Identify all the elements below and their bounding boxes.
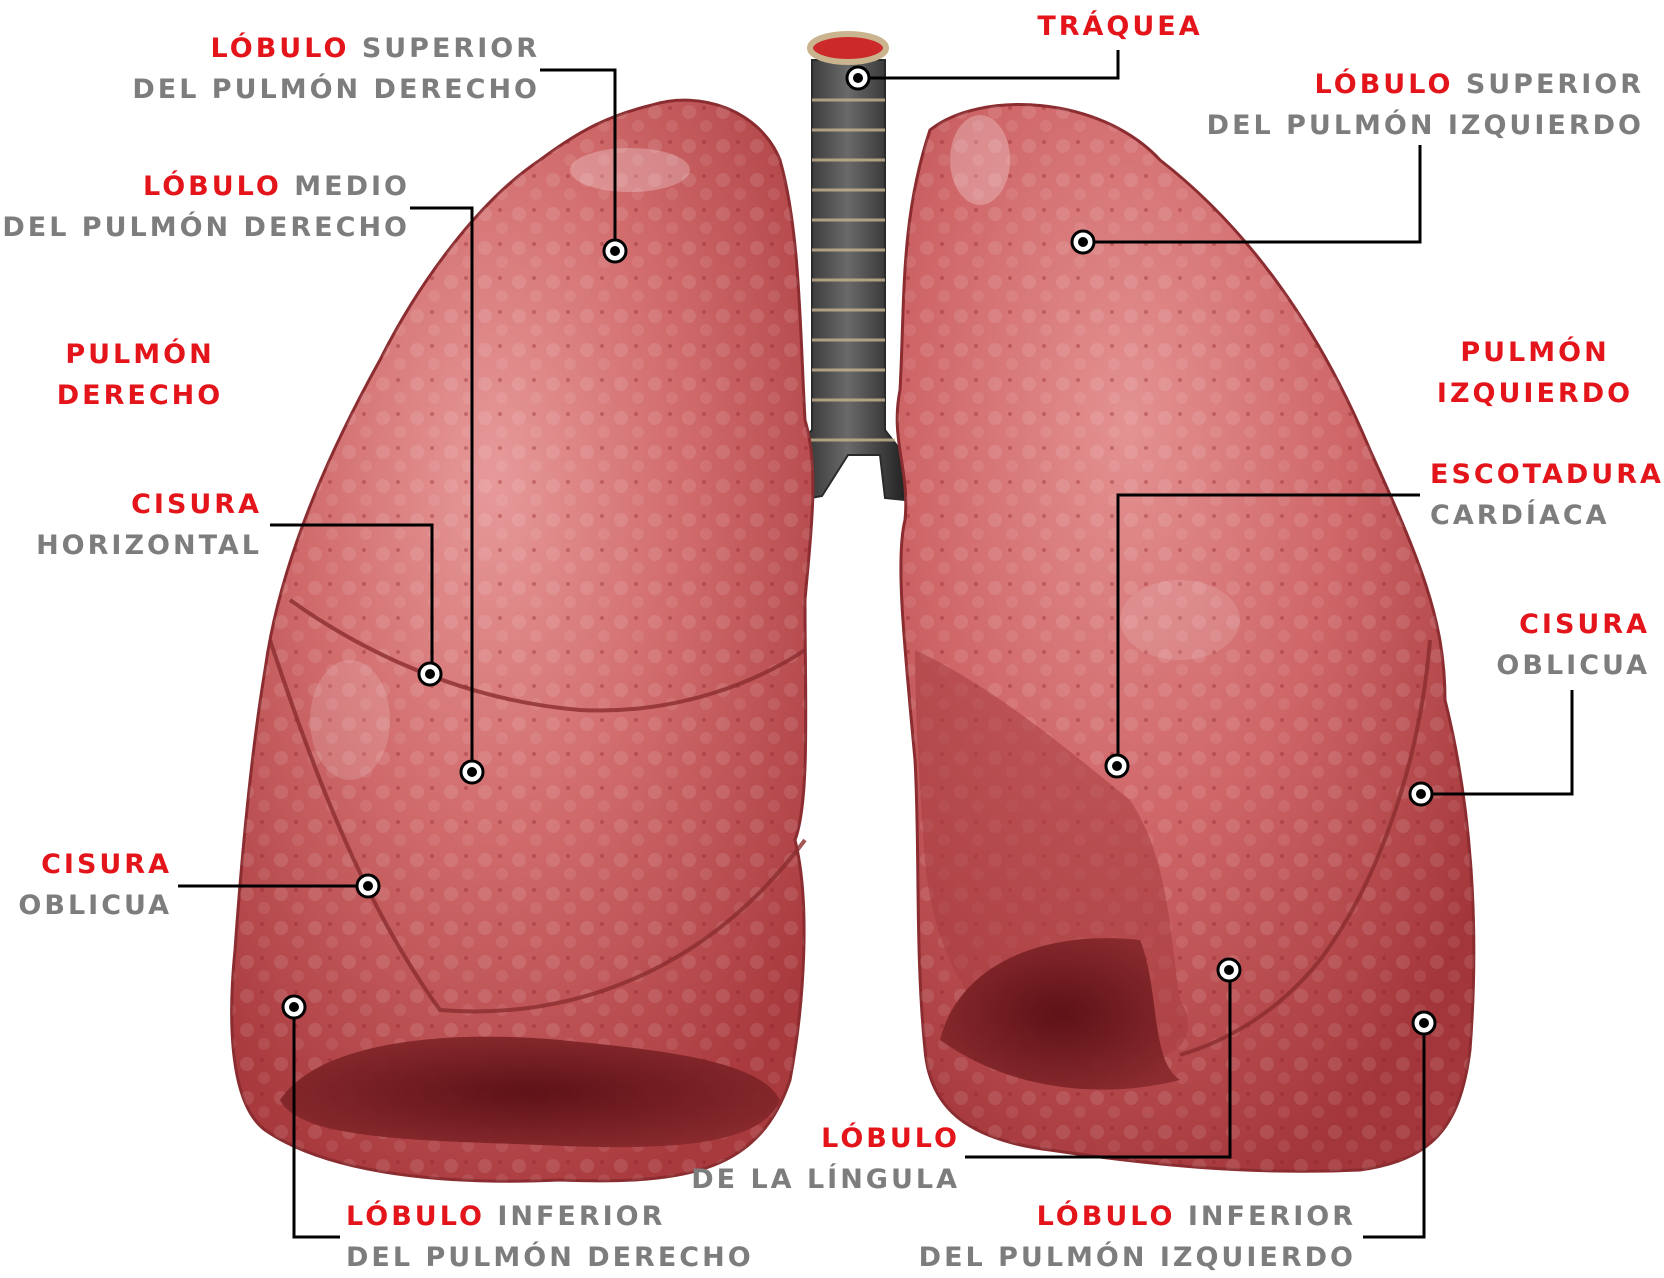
marker-lobulo-lingula bbox=[1218, 959, 1240, 981]
label-subtitle: IZQUIERDO bbox=[1420, 373, 1650, 414]
label-subtext: OBLICUA bbox=[0, 885, 172, 926]
marker-escotadura-cardiaca bbox=[1106, 755, 1128, 777]
right-lung bbox=[232, 100, 813, 1181]
label-title: PULMÓN bbox=[30, 334, 250, 375]
label-subtext: DEL PULMÓN IZQUIERDO bbox=[880, 1237, 1356, 1278]
label-lobulo-superior-derecho: LÓBULO SUPERIOR DEL PULMÓN DERECHO bbox=[60, 28, 540, 110]
label-term: LÓBULO bbox=[1037, 1201, 1176, 1232]
label-term: LÓBULO bbox=[1315, 69, 1454, 100]
label-pulmon-derecho: PULMÓN DERECHO bbox=[30, 334, 250, 416]
label-subtext: DEL PULMÓN DERECHO bbox=[0, 207, 410, 248]
label-subtext: DEL PULMÓN DERECHO bbox=[60, 69, 540, 110]
marker-lobulo-inferior-derecho bbox=[283, 996, 305, 1018]
label-lobulo-superior-izquierdo: LÓBULO SUPERIOR DEL PULMÓN IZQUIERDO bbox=[1160, 64, 1644, 146]
label-cisura-oblicua-izquierda: CISURA OBLICUA bbox=[1480, 604, 1650, 686]
label-cisura-oblicua-derecha: CISURA OBLICUA bbox=[0, 844, 172, 926]
label-subtitle: DERECHO bbox=[30, 375, 250, 416]
label-qualifier: MEDIO bbox=[294, 171, 410, 202]
label-term: LÓBULO bbox=[660, 1118, 960, 1159]
marker-lobulo-inferior-izquierdo bbox=[1413, 1012, 1435, 1034]
label-lobulo-medio-derecho: LÓBULO MEDIO DEL PULMÓN DERECHO bbox=[0, 166, 410, 248]
label-term: CISURA bbox=[0, 484, 262, 525]
marker-cisura-oblicua-izquierda bbox=[1410, 783, 1432, 805]
label-traquea-term: TRÁQUEA bbox=[1020, 6, 1220, 47]
label-qualifier: SUPERIOR bbox=[1466, 69, 1644, 100]
label-term: LÓBULO bbox=[211, 33, 350, 64]
label-traquea: TRÁQUEA bbox=[1020, 6, 1220, 47]
label-escotadura-cardiaca: ESCOTADURA CARDÍACA bbox=[1430, 454, 1660, 536]
label-lobulo-inferior-izquierdo: LÓBULO INFERIOR DEL PULMÓN IZQUIERDO bbox=[880, 1196, 1356, 1278]
marker-traquea bbox=[847, 67, 869, 89]
label-subtext: DEL PULMÓN DERECHO bbox=[346, 1237, 766, 1278]
label-subtext: OBLICUA bbox=[1480, 645, 1650, 686]
marker-cisura-oblicua-derecha bbox=[357, 875, 379, 897]
label-lobulo-inferior-derecho: LÓBULO INFERIOR DEL PULMÓN DERECHO bbox=[346, 1196, 766, 1278]
label-cisura-horizontal: CISURA HORIZONTAL bbox=[0, 484, 262, 566]
label-term: LÓBULO bbox=[346, 1201, 485, 1232]
label-term: CISURA bbox=[1480, 604, 1650, 645]
label-title: PULMÓN bbox=[1420, 332, 1650, 373]
label-subtext: HORIZONTAL bbox=[0, 525, 262, 566]
label-qualifier: SUPERIOR bbox=[362, 33, 540, 64]
leader-line-traquea bbox=[862, 50, 1118, 78]
left-lung bbox=[897, 105, 1474, 1172]
marker-lobulo-medio-derecho bbox=[461, 761, 483, 783]
label-qualifier: INFERIOR bbox=[1188, 1201, 1356, 1232]
label-subtext: DEL PULMÓN IZQUIERDO bbox=[1160, 105, 1644, 146]
label-term: ESCOTADURA bbox=[1430, 454, 1660, 495]
marker-cisura-horizontal bbox=[419, 663, 441, 685]
label-pulmon-izquierdo: PULMÓN IZQUIERDO bbox=[1420, 332, 1650, 414]
marker-lobulo-superior-izquierdo bbox=[1072, 231, 1094, 253]
label-lobulo-lingula: LÓBULO DE LA LÍNGULA bbox=[660, 1118, 960, 1200]
label-term: LÓBULO bbox=[143, 171, 282, 202]
marker-lobulo-superior-derecho bbox=[604, 240, 626, 262]
label-subtext: CARDÍACA bbox=[1430, 495, 1660, 536]
label-term: CISURA bbox=[0, 844, 172, 885]
label-subtext: DE LA LÍNGULA bbox=[660, 1159, 960, 1200]
label-qualifier: INFERIOR bbox=[497, 1201, 665, 1232]
